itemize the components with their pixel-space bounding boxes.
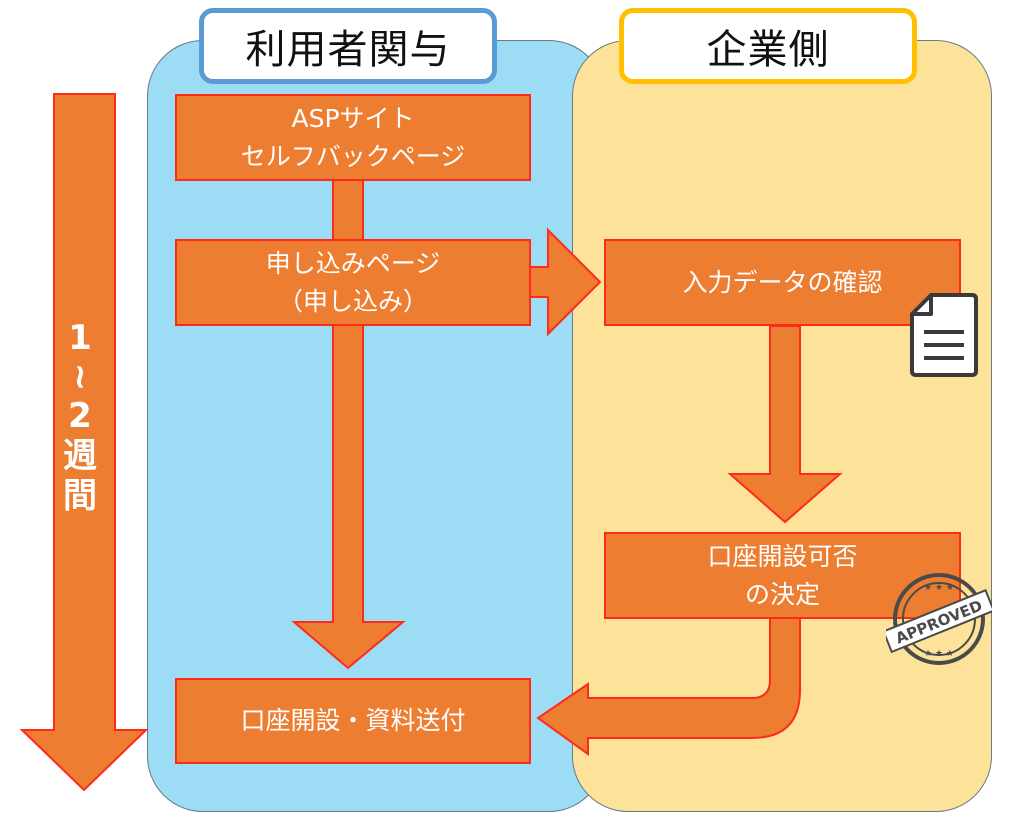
apply-to-confirm-arrow: [529, 227, 602, 337]
step-confirm-input: 入力データの確認: [604, 239, 961, 326]
period-label: 1 ~ 2 週 間: [52, 318, 108, 516]
document-icon: [910, 293, 978, 377]
step-asp-site: ASPサイト セルフバックページ: [175, 94, 531, 181]
step-decide-line2: の決定: [744, 579, 820, 609]
decide-to-open-arrow: [536, 617, 801, 756]
step-open-line1: 口座開設・資料送付: [240, 706, 466, 735]
period-line-3: 2: [68, 396, 92, 436]
period-line-1: 1: [68, 318, 92, 358]
step-account-open: 口座開設・資料送付: [175, 678, 531, 764]
user-lane-header: 利用者関与: [199, 8, 497, 84]
step-asp-line2: セルフバックページ: [240, 141, 466, 171]
period-line-4: 週: [63, 436, 97, 476]
period-arrow: [19, 93, 149, 792]
step-application-page: 申し込みページ （申し込み）: [175, 239, 531, 326]
step-decide-line1: 口座開設可否: [707, 541, 858, 571]
period-line-5: 間: [63, 476, 97, 516]
company-lane-header: 企業側: [619, 8, 917, 84]
step-confirm-line1: 入力データの確認: [682, 267, 883, 297]
step-account-decision: 口座開設可否 の決定: [604, 532, 961, 619]
step-apply-line2: （申し込み）: [277, 286, 428, 316]
approved-stamp-icon: ★ ★ ★ ★ ★ ★ APPROVED: [886, 573, 992, 665]
step-apply-line1: 申し込みページ: [265, 248, 441, 278]
period-tilde: ~: [60, 362, 100, 392]
svg-text:★ ★ ★: ★ ★ ★: [924, 583, 954, 593]
confirm-to-decide-arrow: [727, 325, 843, 524]
step-asp-line1: ASPサイト: [291, 103, 415, 133]
svg-text:★ ★ ★: ★ ★ ★: [924, 649, 954, 659]
